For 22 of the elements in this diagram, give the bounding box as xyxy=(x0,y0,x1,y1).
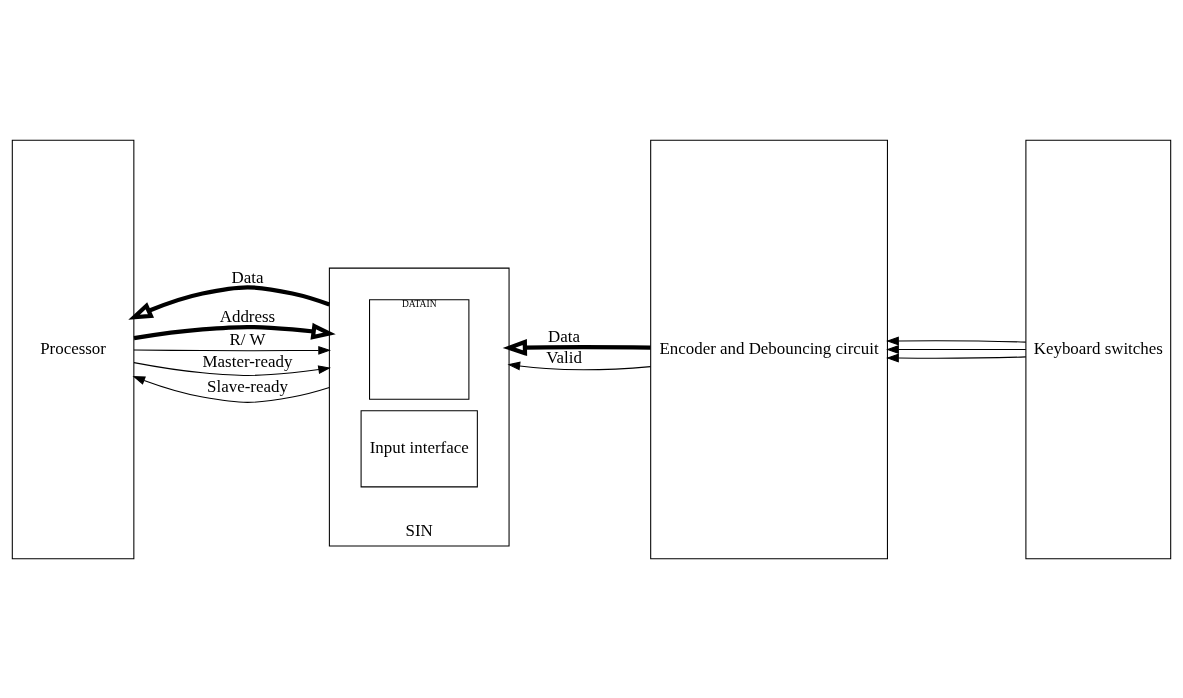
edge-label: Slave-ready xyxy=(207,376,288,396)
arrow xyxy=(132,375,330,403)
node-box: Encoder and Debouncing circuit xyxy=(650,139,888,559)
edge-label: R/ W xyxy=(229,329,266,349)
arrow xyxy=(886,353,1027,362)
edge-label: Data xyxy=(231,267,264,287)
edge-label: Valid xyxy=(546,347,582,367)
arrow xyxy=(133,345,331,355)
arrow xyxy=(507,361,652,370)
arrow xyxy=(886,344,1027,354)
node-box: Processor xyxy=(11,139,135,559)
node-box: DATAIN xyxy=(369,298,470,400)
arrow xyxy=(502,338,651,356)
node-box: Keyboard switches xyxy=(1025,139,1172,559)
arrow xyxy=(886,336,1027,345)
arrow xyxy=(133,322,336,340)
edge-label: Master-ready xyxy=(202,351,293,371)
edge-label: Data xyxy=(548,326,580,346)
arrow xyxy=(133,361,331,376)
node-box: Input interface xyxy=(360,409,478,487)
edge-label: Address xyxy=(219,306,276,326)
arrow xyxy=(128,284,331,320)
